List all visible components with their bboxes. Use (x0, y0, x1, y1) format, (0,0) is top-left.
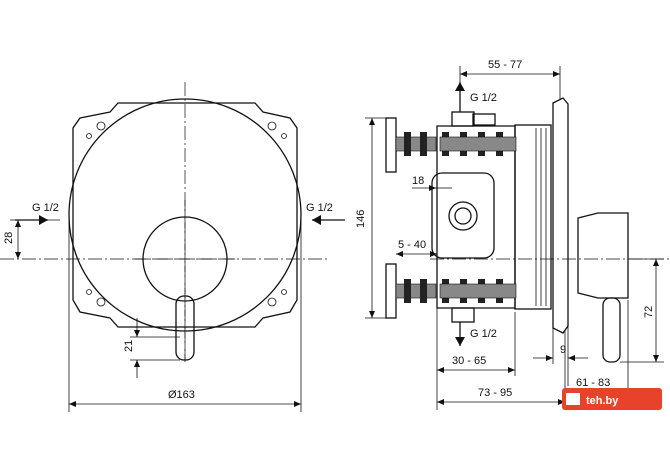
dim-21: 21 (123, 340, 135, 352)
dim-163: Ø163 (168, 389, 195, 401)
dim-146: 146 (355, 210, 367, 228)
wall-plate (552, 97, 569, 334)
lever-handle-side (602, 297, 621, 363)
dim-5-40: 5 - 40 (398, 239, 426, 251)
central-block (431, 172, 495, 259)
dim-9: 9 (560, 344, 566, 356)
bracket-bottom-bar (395, 283, 437, 299)
dim-28: 28 (3, 232, 15, 244)
body-ribs (535, 128, 547, 306)
label-g-right: G 1/2 (306, 202, 333, 214)
dim-73-95: 73 - 95 (478, 387, 512, 399)
dim-18: 18 (412, 175, 424, 187)
label-g-top: G 1/2 (470, 92, 497, 104)
label-g-bottom: G 1/2 (470, 328, 497, 340)
label-g-left: G 1/2 (32, 202, 59, 214)
bracket-bottom-plate (385, 263, 397, 319)
dim-61-83: 61 - 83 (576, 377, 610, 389)
bracket-top-plate (385, 117, 397, 173)
dim-55-77: 55 - 77 (488, 59, 522, 71)
bottom-nipple (451, 307, 475, 323)
bore-outer (448, 201, 478, 231)
front-view: G 1/2 G 1/2 28 21 Ø163 (0, 82, 345, 412)
mounting-plate (72, 102, 298, 328)
dim-72: 72 (643, 306, 655, 318)
lever-handle (175, 295, 195, 361)
lever-knob-side (577, 212, 629, 299)
dim-30-65: 30 - 65 (452, 355, 486, 367)
watermark-logo: teh.by (562, 388, 662, 410)
valve-housing (436, 125, 516, 309)
bracket-top-bar (395, 136, 437, 152)
top-nipple (451, 111, 475, 127)
side-view: G 1/2 G 1/2 55 - 77 146 18 5 - 40 30 - 6… (355, 59, 670, 410)
mounting-holes (86, 121, 287, 307)
watermark-text: teh.by (586, 395, 619, 407)
bore-inner (454, 207, 472, 225)
